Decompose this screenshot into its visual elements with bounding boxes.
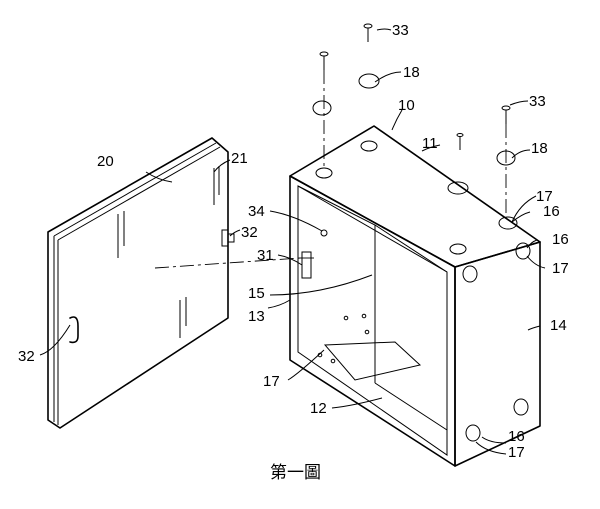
label-14: 14 [550, 317, 567, 334]
label-17-bottom: 17 [508, 444, 525, 461]
label-16-top: 16 [543, 203, 560, 220]
figure-caption: 第一圖 [270, 463, 321, 483]
label-10: 10 [398, 97, 415, 114]
label-33-top: 33 [392, 22, 409, 39]
screw-left [320, 52, 328, 70]
label-33-right: 33 [529, 93, 546, 110]
door-panel [48, 138, 234, 428]
label-16-bottom: 16 [508, 428, 525, 445]
leader-lines [40, 29, 545, 454]
exploded-parts [155, 24, 515, 268]
label-15: 15 [248, 285, 265, 302]
label-32-hinge: 32 [241, 224, 258, 241]
label-13: 13 [248, 308, 265, 325]
reference-labels: 33 18 10 11 33 18 17 16 16 17 14 20 21 3… [18, 22, 569, 483]
label-34: 34 [248, 203, 265, 220]
label-16-right: 16 [552, 231, 569, 248]
screw-11 [457, 134, 463, 151]
box-body [290, 126, 540, 466]
screw-33-right [502, 106, 510, 124]
label-31: 31 [257, 247, 274, 264]
label-20: 20 [97, 153, 114, 170]
label-18-top: 18 [403, 64, 420, 81]
screw-33-top [364, 24, 372, 42]
washer-left [313, 101, 331, 115]
label-18-right: 18 [531, 140, 548, 157]
label-11: 11 [422, 135, 438, 152]
label-17-left: 17 [263, 373, 280, 390]
label-21: 21 [231, 150, 248, 167]
label-12: 12 [310, 400, 327, 417]
label-17-right: 17 [552, 260, 569, 277]
label-32-latch: 32 [18, 348, 35, 365]
